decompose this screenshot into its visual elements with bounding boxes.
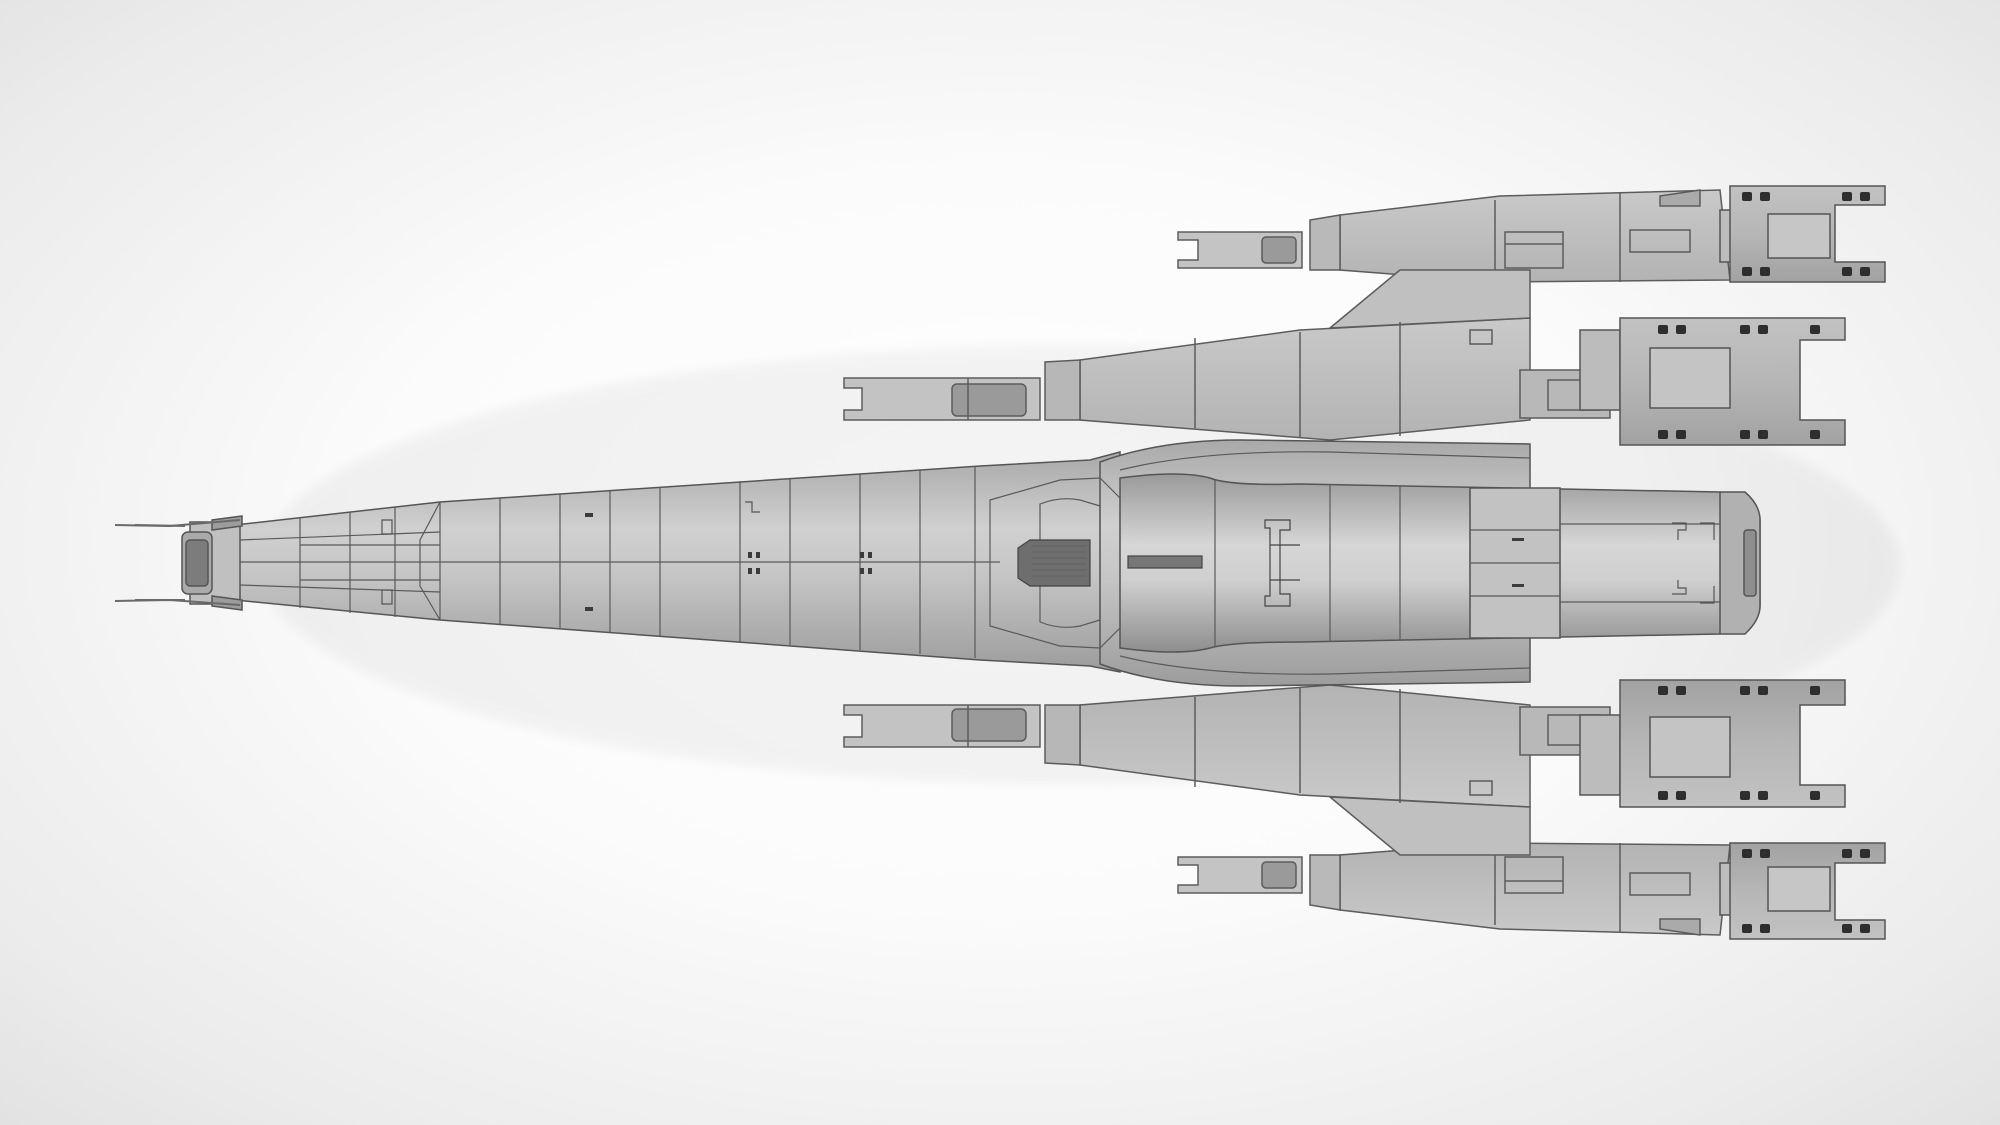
lower-inner-wing	[843, 684, 1611, 856]
hull-markings	[585, 513, 1524, 611]
upper-inner-engine	[1579, 317, 1846, 446]
upper-outer-wing	[1177, 189, 1731, 283]
main-fuselage	[181, 439, 1761, 687]
upper-inner-wing	[843, 269, 1611, 441]
lower-inner-engine	[1579, 679, 1846, 808]
lower-outer-engine	[1719, 842, 1886, 940]
upper-outer-engine	[1719, 185, 1886, 283]
fuselage-panel-lines	[239, 451, 1720, 675]
cockpit-details	[1017, 519, 1300, 607]
lower-outer-wing	[1177, 842, 1731, 936]
hull-glyphs	[381, 501, 1715, 605]
nose-antennas	[114, 519, 241, 606]
